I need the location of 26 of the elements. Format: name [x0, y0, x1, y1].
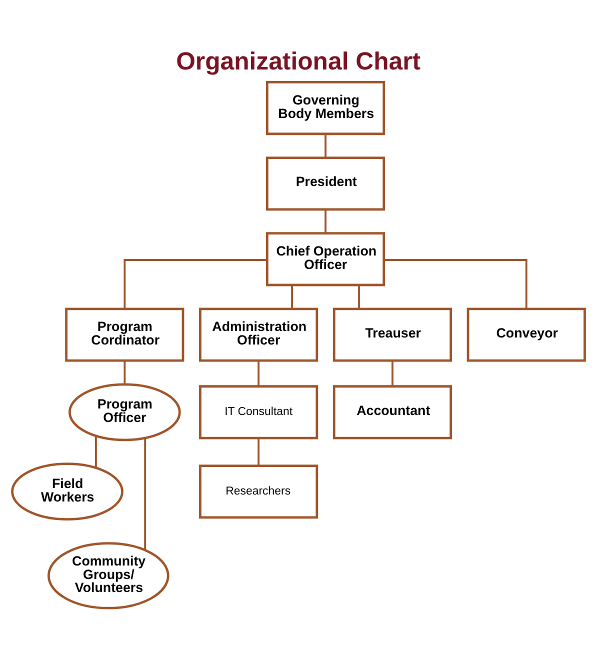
connector	[95, 436, 97, 468]
connector	[144, 438, 146, 550]
connector	[324, 134, 326, 158]
node-ellipse: Field Workers	[11, 462, 124, 521]
connector	[384, 259, 528, 309]
node-ellipse: Community Groups/ Volunteers	[47, 542, 170, 610]
connector	[258, 438, 260, 466]
connector	[291, 285, 293, 309]
node-box: Governing Body Members	[266, 81, 386, 136]
connector	[124, 360, 126, 384]
node-box: Chief Operation Officer	[266, 232, 386, 286]
node-box: IT Consultant	[199, 385, 318, 440]
node-box: Researchers	[199, 464, 318, 519]
node-box: Treauser	[332, 308, 452, 362]
node-box: Conveyor	[466, 308, 586, 362]
diagram-title: Organizational Chart	[176, 48, 421, 76]
connector	[392, 360, 394, 386]
connector	[358, 285, 360, 309]
node-ellipse: Program Officer	[68, 383, 181, 442]
connector	[324, 210, 326, 234]
node-box: Accountant	[332, 385, 452, 440]
connector	[124, 259, 268, 309]
connector	[258, 360, 260, 386]
node-box: Program Cordinator	[65, 308, 184, 362]
node-box: President	[266, 156, 386, 211]
node-box: Administration Officer	[199, 308, 318, 362]
